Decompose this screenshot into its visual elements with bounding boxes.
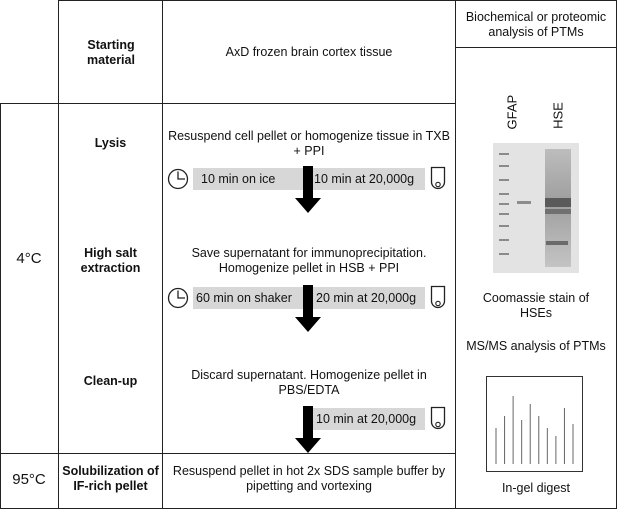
row-desc-solubilization: Resuspend pellet in hot 2x SDS sample bu… bbox=[172, 464, 446, 493]
step-right-high-salt: 20 min at 20,000g bbox=[316, 291, 417, 305]
temperature-cold: 4°C bbox=[16, 250, 42, 267]
tube-icon bbox=[430, 166, 446, 190]
tube-icon bbox=[430, 285, 446, 309]
row-desc-clean-up: Discard supernatant. Homogenize pellet i… bbox=[191, 368, 427, 397]
step-right-clean-up: 10 min at 20,000g bbox=[316, 412, 417, 426]
grid-left-edge-line bbox=[0, 103, 1, 509]
grid-col2-line bbox=[162, 0, 163, 509]
step-bar-clean-up bbox=[309, 408, 425, 430]
gel-caption: Coomassie stain of HSEs bbox=[482, 291, 590, 320]
row-label-solubilization: Solubilization of IF-rich pellet bbox=[62, 464, 159, 493]
arrow-down-icon bbox=[295, 285, 321, 332]
grid-top-line bbox=[58, 0, 456, 1]
grid-right-header-line bbox=[455, 47, 617, 48]
tube-icon bbox=[430, 406, 446, 430]
arrow-down-icon bbox=[295, 406, 321, 453]
grid-col3-line bbox=[455, 0, 456, 509]
row-desc-lysis: Resuspend cell pellet or homogenize tiss… bbox=[168, 129, 450, 158]
step-right-lysis: 10 min at 20,000g bbox=[314, 172, 415, 186]
ms-spectrum bbox=[486, 376, 583, 472]
gel-lane-label-gfap: GFAP bbox=[504, 94, 520, 130]
step-left-high-salt: 60 min on shaker bbox=[196, 291, 292, 305]
grid-row1-line bbox=[58, 103, 456, 104]
starting-material-label: Starting material bbox=[87, 38, 135, 67]
ms-caption: In-gel digest bbox=[501, 481, 571, 495]
gel-lane-label-hse: HSE bbox=[550, 102, 566, 129]
clock-icon bbox=[167, 287, 189, 309]
row-label-lysis: Lysis bbox=[94, 136, 127, 150]
arrow-down-icon bbox=[295, 166, 321, 213]
temperature-hot: 95°C bbox=[12, 471, 46, 488]
grid-left-outer-line bbox=[58, 0, 59, 103]
row-label-clean-up: Clean-up bbox=[83, 374, 138, 388]
analysis-column-title: Biochemical or proteomic analysis of PTM… bbox=[465, 10, 607, 39]
grid-row1-left-line bbox=[0, 103, 58, 104]
step-left-lysis: 10 min on ice bbox=[201, 172, 276, 186]
grid-right-top-line bbox=[455, 0, 617, 1]
gel-image bbox=[493, 143, 579, 273]
clock-icon bbox=[167, 168, 189, 190]
row-desc-high-salt: Save supernatant for immunoprecipitation… bbox=[191, 246, 427, 275]
ms-title: MS/MS analysis of PTMs bbox=[466, 339, 606, 353]
grid-col1-line bbox=[58, 103, 59, 509]
starting-material-value: AxD frozen brain cortex tissue bbox=[225, 45, 393, 59]
grid-row-last-line bbox=[0, 453, 456, 454]
row-label-high-salt: High salt extraction bbox=[80, 246, 141, 275]
